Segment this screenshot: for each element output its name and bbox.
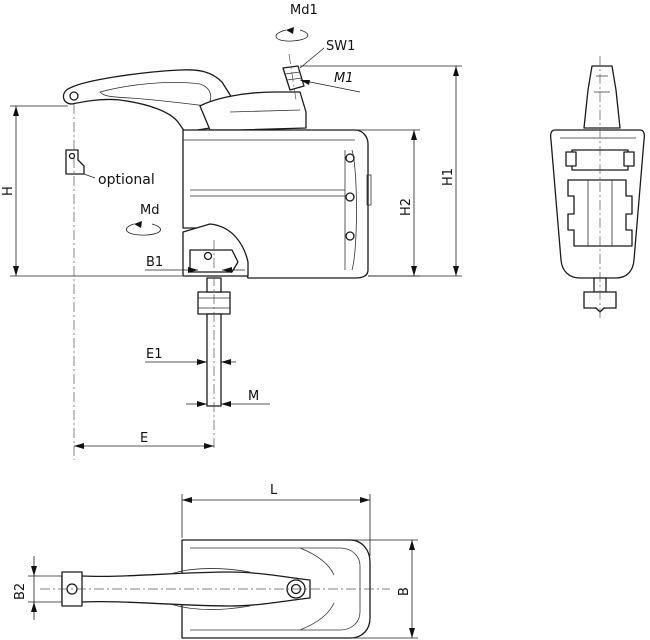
clamp-head-hole [203, 251, 213, 261]
side-view-dimensions [10, 27, 462, 449]
side-view [62, 53, 372, 460]
label-h1: H1 [441, 168, 456, 186]
label-e: E [140, 431, 148, 446]
label-b2: B2 [13, 583, 28, 600]
label-m: M [248, 389, 259, 404]
label-l: L [270, 483, 278, 498]
handle-pivot-hole [69, 91, 79, 101]
housing-bolt-2 [345, 192, 355, 202]
optional-hook [65, 149, 85, 175]
top-view [40, 539, 390, 639]
top-view-dimensions [28, 494, 418, 639]
label-optional: optional [98, 172, 155, 188]
label-b: B [397, 587, 412, 596]
label-md: Md [140, 203, 159, 218]
front-handle [583, 65, 621, 129]
label-sw1: SW1 [326, 39, 355, 54]
housing-bolt-1 [345, 153, 355, 163]
label-h: H [1, 186, 16, 196]
front-view [549, 56, 646, 320]
housing-bolt-3 [345, 231, 355, 241]
label-m1: M1 [334, 71, 354, 86]
label-e1: E1 [146, 347, 163, 362]
label-md1: Md1 [290, 3, 318, 18]
label-h2: H2 [399, 198, 414, 216]
label-b1: B1 [146, 255, 163, 270]
